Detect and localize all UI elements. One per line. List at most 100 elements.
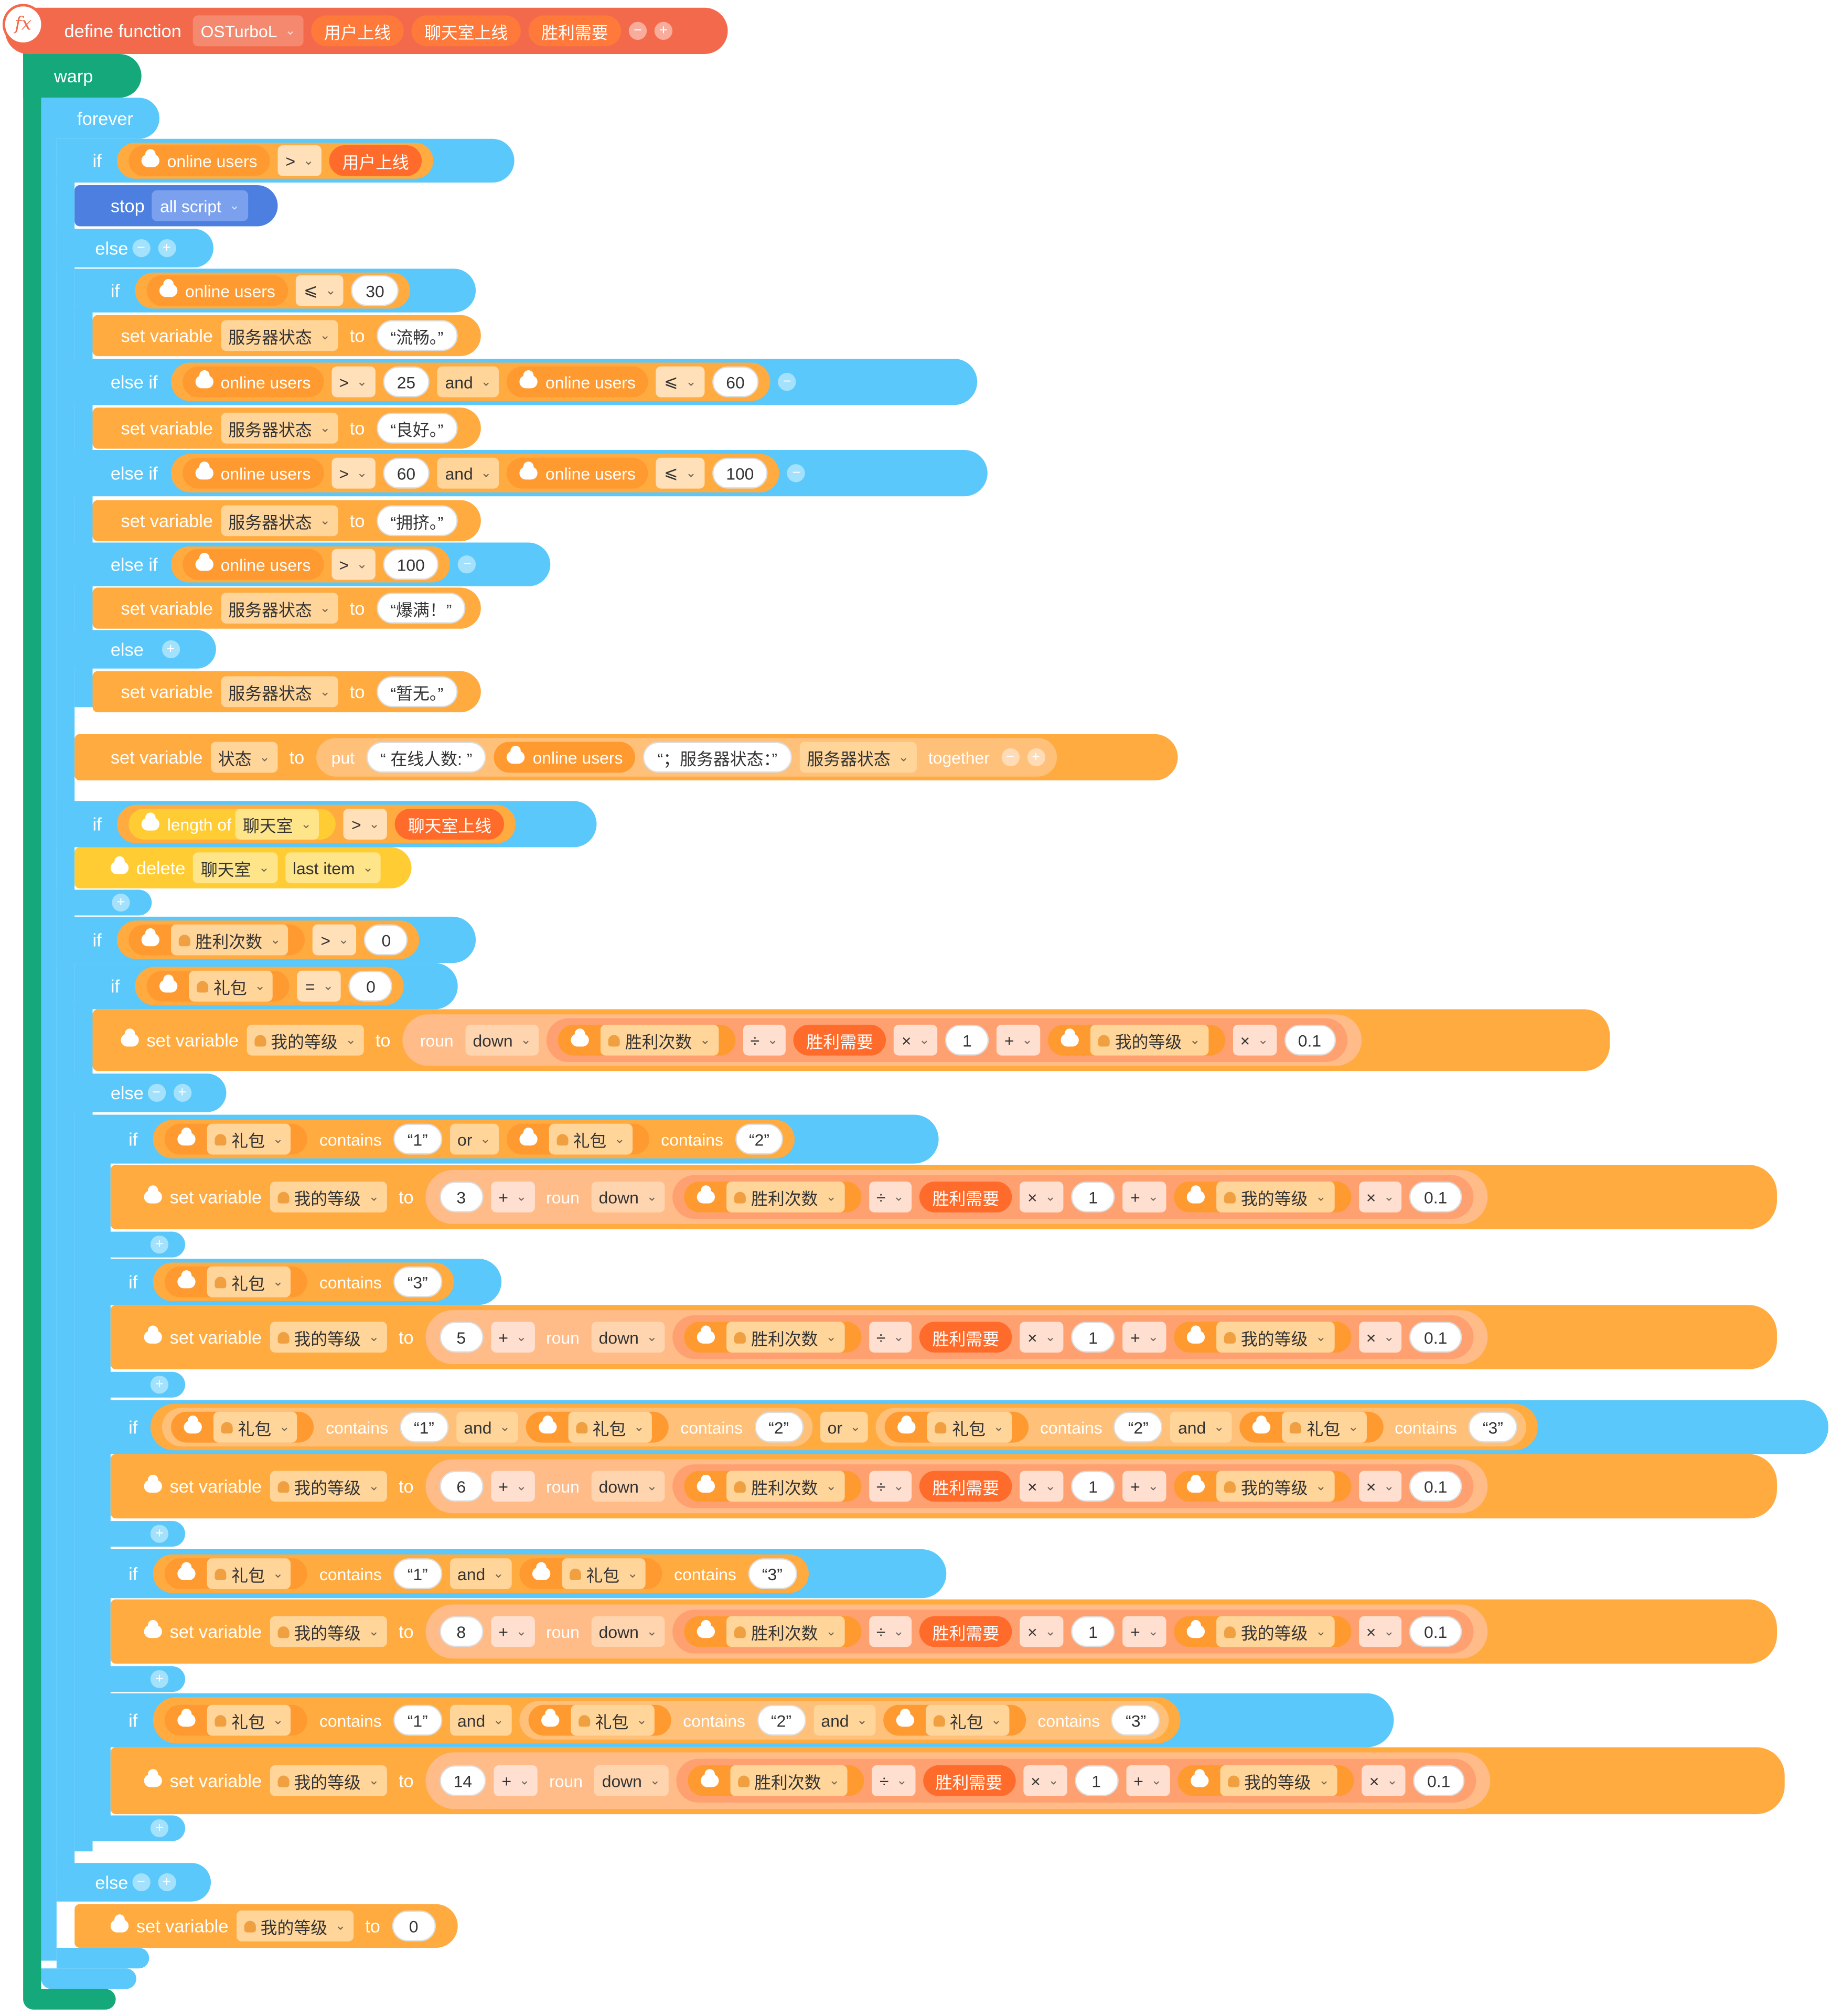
number-input[interactable]: 1: [1071, 1181, 1115, 1213]
and-condition[interactable]: online users > 25 and online users ⩽ 60: [170, 362, 770, 401]
round-mode-select[interactable]: down: [465, 1024, 539, 1056]
operator-select[interactable]: ×: [1232, 1024, 1277, 1056]
user-variable-select[interactable]: 我的等级: [236, 1910, 354, 1942]
if-footer[interactable]: +: [92, 1231, 186, 1258]
logic-select[interactable]: and: [456, 1411, 518, 1443]
add-branch-icon[interactable]: +: [150, 1525, 169, 1543]
operator-select[interactable]: +: [490, 1616, 535, 1647]
operator-select[interactable]: +: [490, 1181, 535, 1213]
string-input[interactable]: “3”: [747, 1558, 797, 1590]
division-block[interactable]: 胜利次数 ÷ 胜利需要 × 1 + 我的等级 × 0.1: [672, 1464, 1473, 1508]
wins-reporter[interactable]: 胜利次数: [684, 1322, 861, 1353]
operator-select[interactable]: ÷: [869, 1181, 912, 1213]
condition[interactable]: 礼包 = 0: [135, 967, 404, 1006]
set-variable-put-block[interactable]: set variable 状态 to put “ 在线人数: ” online …: [74, 734, 1178, 781]
logic-select[interactable]: and: [449, 1704, 512, 1736]
user-variable-select[interactable]: 胜利次数: [726, 1471, 844, 1502]
operator-select[interactable]: ×: [1020, 1322, 1064, 1353]
condition[interactable]: 胜利次数 > 0: [117, 920, 420, 959]
level-reporter[interactable]: 我的等级: [1174, 1616, 1351, 1647]
variable-select[interactable]: 服务器状态: [220, 593, 338, 624]
user-variable-select[interactable]: 胜利次数: [730, 1765, 848, 1796]
if-block-gift-5[interactable]: if 礼包 contains “1” and 礼包 contains “2” a…: [92, 1693, 1394, 1747]
level-reporter[interactable]: 我的等级: [1174, 1181, 1351, 1213]
operator-select[interactable]: >: [331, 549, 376, 580]
user-variable-select[interactable]: 礼包: [213, 1411, 298, 1443]
gift-reporter[interactable]: 礼包: [164, 1558, 308, 1590]
gift-reporter[interactable]: 礼包: [883, 1704, 1026, 1736]
add-branch-icon[interactable]: +: [173, 1084, 191, 1102]
stop-block[interactable]: stop all script: [74, 185, 278, 227]
operator-select[interactable]: +: [1122, 1181, 1166, 1213]
string-input[interactable]: “ 在线人数: ”: [366, 742, 487, 773]
online-users-reporter[interactable]: online users: [146, 275, 288, 306]
operator-select[interactable]: +: [1126, 1765, 1170, 1796]
string-input[interactable]: “2”: [735, 1123, 784, 1155]
operator-select[interactable]: ÷: [869, 1471, 912, 1502]
wins-reporter[interactable]: 胜利次数: [129, 924, 306, 956]
operator-select[interactable]: >: [331, 457, 376, 489]
param-2[interactable]: 聊天室上线: [411, 15, 521, 47]
set-level-block[interactable]: set variable 我的等级 to 3 + roun down 胜利次数 …: [110, 1165, 1777, 1229]
string-input[interactable]: “2”: [754, 1411, 804, 1443]
and-condition[interactable]: 礼包 contains “1” and 礼包 contains “2”: [162, 1408, 812, 1446]
if-footer[interactable]: +: [92, 1521, 186, 1547]
operator-select[interactable]: ×: [1023, 1765, 1067, 1796]
if-block-5[interactable]: if 礼包 = 0: [74, 963, 458, 1010]
number-input[interactable]: 0.1: [1413, 1765, 1465, 1796]
if-footer[interactable]: +: [56, 889, 152, 916]
user-variable-select[interactable]: 胜利次数: [726, 1181, 844, 1213]
logic-select[interactable]: or: [449, 1123, 499, 1155]
operator-select[interactable]: +: [490, 1322, 535, 1353]
user-variable-select[interactable]: 我的等级: [1216, 1471, 1334, 1502]
string-input[interactable]: “2”: [1113, 1411, 1163, 1443]
remove-branch-icon[interactable]: −: [787, 464, 806, 482]
add-block[interactable]: 6 + roun down 胜利次数 ÷ 胜利需要 × 1 + 我的等级 × 0…: [425, 1459, 1487, 1514]
add-branch-icon[interactable]: +: [150, 1376, 169, 1394]
add-block[interactable]: 5 + roun down 胜利次数 ÷ 胜利需要 × 1 + 我的等级 × 0…: [425, 1310, 1487, 1365]
string-input[interactable]: “良好。”: [376, 412, 458, 444]
number-input[interactable]: 1: [1071, 1471, 1115, 1502]
gift-reporter[interactable]: 礼包: [164, 1266, 308, 1297]
operator-select[interactable]: ×: [1362, 1765, 1406, 1796]
else-if-block-2[interactable]: else if online users > 60 and online use…: [74, 450, 988, 497]
remove-branch-icon[interactable]: −: [778, 372, 796, 391]
number-input[interactable]: 8: [439, 1616, 483, 1647]
stop-option-select[interactable]: all script: [152, 190, 248, 221]
string-input[interactable]: “爆满！”: [376, 593, 466, 624]
variable-select[interactable]: 状态: [210, 742, 278, 773]
and-condition[interactable]: 礼包 contains “2” and 礼包 contains “3”: [876, 1408, 1526, 1446]
level-reporter[interactable]: 我的等级: [1174, 1322, 1351, 1353]
wins-reporter[interactable]: 胜利次数: [684, 1181, 861, 1213]
logic-select[interactable]: and: [437, 366, 499, 398]
if-block-4[interactable]: if 胜利次数 > 0: [56, 916, 476, 963]
division-block[interactable]: 胜利次数 ÷ 胜利需要 × 1 + 我的等级 × 0.1: [672, 1315, 1473, 1359]
set-level-block[interactable]: set variable 我的等级 to 6 + roun down 胜利次数 …: [110, 1454, 1777, 1519]
param-1[interactable]: 用户上线: [311, 15, 404, 47]
user-variable-select[interactable]: 我的等级: [269, 1181, 387, 1213]
user-variable-select[interactable]: 我的等级: [269, 1322, 387, 1353]
user-variable-select[interactable]: 礼包: [207, 1123, 292, 1155]
operator-select[interactable]: +: [997, 1024, 1041, 1056]
and-condition[interactable]: 礼包 contains “1” and 礼包 contains “3”: [153, 1554, 808, 1593]
round-mode-select[interactable]: down: [591, 1181, 665, 1213]
user-variable-select[interactable]: 礼包: [207, 1266, 292, 1297]
number-input[interactable]: 0: [349, 970, 393, 1002]
string-input[interactable]: “；服务器状态：”: [643, 742, 792, 773]
if-footer[interactable]: +: [92, 1815, 186, 1841]
online-users-reporter[interactable]: online users: [129, 145, 271, 176]
add-branch-icon[interactable]: +: [157, 1873, 176, 1892]
logic-select[interactable]: and: [1170, 1411, 1233, 1443]
param-3[interactable]: 胜利需要: [528, 15, 622, 47]
level-reporter[interactable]: 我的等级: [1048, 1024, 1225, 1056]
set-level-zero-block[interactable]: set variable 我的等级 to 0: [74, 1904, 458, 1948]
user-variable-select[interactable]: 礼包: [189, 970, 273, 1002]
add-branch-icon[interactable]: +: [150, 1235, 169, 1254]
user-variable-select[interactable]: 胜利次数: [171, 924, 289, 956]
user-variable-select[interactable]: 我的等级: [269, 1765, 387, 1796]
set-variable-block[interactable]: set variable 服务器状态 to “拥挤。”: [92, 500, 481, 542]
user-variable-select[interactable]: 礼包: [548, 1123, 633, 1155]
if-block-2[interactable]: if online users ⩽ 30: [74, 269, 476, 313]
